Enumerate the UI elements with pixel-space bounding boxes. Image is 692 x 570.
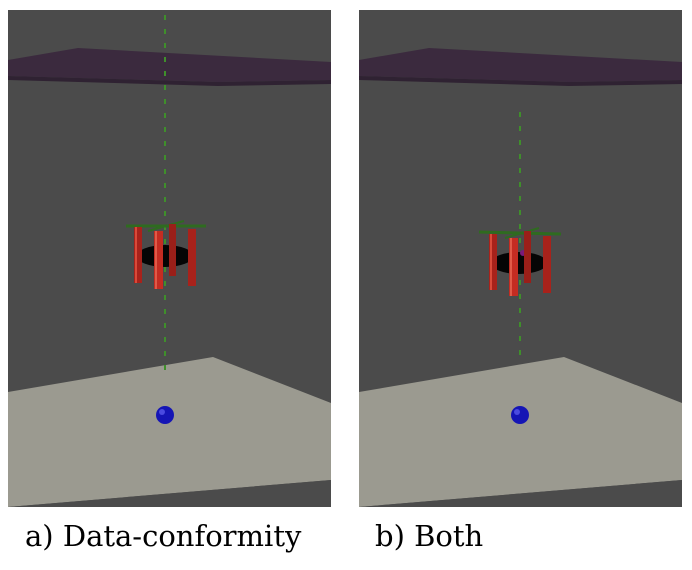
simulation-panel-b [359,10,682,507]
simulation-panel-a [8,10,331,507]
ceiling-plane [8,48,331,82]
caption-both: b) Both [375,519,484,553]
scene-b [359,10,682,507]
target-ball [156,406,174,424]
target-ball [511,406,529,424]
floor-plane [8,357,331,507]
floor-plane [359,357,682,507]
quadrotor-model [478,227,562,296]
quadrotor-model [126,220,206,289]
ceiling-plane [359,48,682,82]
caption-data-conformity: a) Data-conformity [25,519,302,553]
scene-a [8,10,331,507]
